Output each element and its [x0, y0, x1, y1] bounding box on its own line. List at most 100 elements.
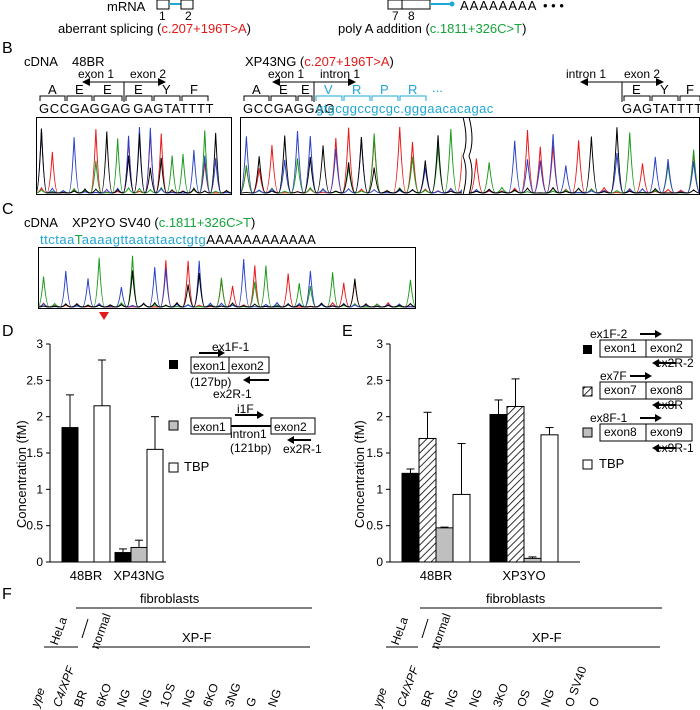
- chromatogram-48br: [35, 117, 233, 195]
- mrna-label: mRNA: [107, 0, 146, 14]
- legend-d-primer-i1f: i1F: [237, 402, 254, 416]
- bar: [489, 413, 508, 563]
- xpf-label-left: XP-F: [182, 630, 212, 645]
- aa-right-2: E: [279, 82, 288, 97]
- legend-d-tbp: TBP: [184, 459, 210, 474]
- y-tick-label: 1.5: [26, 446, 43, 460]
- legend-e-e8: exon8: [650, 383, 683, 397]
- bar: [130, 546, 148, 563]
- intron1-label-right: intron 1: [320, 67, 361, 81]
- legend-e-p3r: ex9R-1: [655, 441, 694, 455]
- cdna-label-b: cDNA: [24, 54, 58, 69]
- legend-d-primer-ex1f1: ex1F-1: [212, 340, 250, 354]
- aa-right-blue-3: P: [380, 82, 389, 97]
- panel-a-diagram: [156, 0, 455, 10]
- legend-e-e7: exon7: [604, 383, 637, 397]
- panel-letter-d: D: [2, 323, 14, 340]
- bar: [146, 448, 164, 563]
- seq-c: ttctaaTaaaagttaatataactgtgAAAAAAAAAAAA: [40, 232, 317, 247]
- panel-f-lines: [44, 607, 662, 648]
- aa-right-blue-2: R: [352, 82, 362, 97]
- legend-e-p3f: ex8F-1: [590, 411, 628, 425]
- aa-right-blue-1: V: [324, 82, 333, 97]
- y-tick-label: 1: [376, 482, 383, 496]
- legend-d-exon1: exon1: [193, 359, 226, 373]
- bar: [435, 527, 454, 563]
- legend-d-primer-ex2r1-b: ex2R-1: [283, 442, 322, 456]
- seq-right-black-2: GAGTATTTT: [622, 101, 700, 116]
- y-tick-label: 0.5: [26, 519, 43, 533]
- legend-e-p1f: ex1F-2: [590, 327, 628, 341]
- legend-e-tbp: TBP: [599, 456, 625, 471]
- y-tick-label: 3: [36, 337, 43, 351]
- cdna-label-c: cDNA: [24, 215, 58, 230]
- bar: [523, 557, 542, 563]
- y-tick-label: 3: [376, 337, 383, 351]
- aa-right-end-2: Y: [660, 82, 669, 97]
- legend-d-graphics: [168, 349, 316, 473]
- aberrant-splicing-label: aberrant splicing (c.207+196T>A): [58, 21, 251, 36]
- bar: [401, 472, 420, 563]
- fibroblasts-label-right: fibroblasts: [486, 591, 546, 606]
- bar: [418, 437, 437, 563]
- seq-right-blue: gtgcggccgcgc.gggaacacagac: [316, 101, 494, 116]
- panel-letter-e: E: [342, 323, 353, 340]
- aa-left-2: E: [75, 82, 84, 97]
- fibroblasts-label-left: fibroblasts: [140, 591, 200, 606]
- exon-num-8: 8: [408, 9, 415, 23]
- y-tick-label: 1: [36, 482, 43, 496]
- aa-left-4: E: [134, 82, 143, 97]
- seq-left: GCCGAGGAG GAGTATTTT: [39, 101, 215, 116]
- chromatogram-xp43ng: [239, 116, 700, 196]
- exon1-label-right: exon 1: [268, 67, 305, 81]
- aa-left-3: E: [103, 82, 112, 97]
- bar: [540, 434, 559, 563]
- legend-d-exon2-b: exon2: [274, 420, 307, 434]
- legend-d-exon2: exon2: [231, 359, 264, 373]
- y-tick-label: 2.5: [366, 373, 383, 387]
- legend-e-e1: exon1: [604, 341, 637, 355]
- legend-d-size-121: (121bp): [230, 441, 272, 455]
- y-tick-label: 0: [376, 555, 383, 569]
- legend-d-exon1-b: exon1: [193, 420, 226, 434]
- legend-e-e8b: exon8: [604, 425, 637, 439]
- y-tick-label: 0.5: [366, 519, 383, 533]
- aa-right-end-1: E: [632, 82, 641, 97]
- legend-d-size-127: (127bp): [190, 375, 232, 389]
- cell-xp43ng-label: XP43NG (c.207+196T>A): [245, 54, 394, 69]
- legend-d-primer-ex2r1: ex2R-1: [213, 387, 252, 401]
- chromatogram-xp2yo: [37, 247, 417, 309]
- bar: [93, 405, 111, 563]
- bar: [114, 552, 132, 563]
- exon-box-2: [180, 0, 194, 10]
- aa-right-end-3: F: [686, 82, 694, 97]
- aa-left-5: Y: [162, 82, 171, 97]
- mutation-marker-triangle: [99, 312, 109, 320]
- aa-right-blue-4: R: [408, 82, 418, 97]
- aa-left-1: A: [48, 82, 57, 97]
- legend-e-p2f: ex7F: [600, 369, 627, 383]
- seq-right-black-1: GCCGAGGAG: [243, 101, 336, 116]
- y-tick-label: 2.5: [26, 373, 43, 387]
- x-category-label: 48BR: [420, 568, 453, 583]
- legend-e-graphics: [582, 330, 693, 452]
- y-tick-label: 2: [36, 410, 43, 424]
- y-tick-label: 0: [36, 555, 43, 569]
- exon2-label-left: exon 2: [130, 67, 167, 81]
- xpf-label-right: XP-F: [532, 630, 562, 645]
- panel-letter-b: B: [2, 40, 13, 57]
- panel-letter-c: C: [2, 201, 14, 218]
- y-tick-label: 1.5: [366, 446, 383, 460]
- bar: [506, 405, 525, 563]
- intron1-label-far: intron 1: [566, 67, 607, 81]
- polya-addition-label: poly A addition (c.1811+326C>T): [338, 21, 527, 36]
- x-category-label: XP43NG: [113, 568, 164, 583]
- legend-e-p2r: ex8R: [655, 398, 684, 412]
- cell-48br-label: 48BR: [72, 54, 105, 69]
- exon-num-2: 2: [185, 9, 192, 23]
- bar: [61, 427, 79, 563]
- y-tick-label: 2: [376, 410, 383, 424]
- legend-e-p1r: ex2R-2: [655, 356, 694, 370]
